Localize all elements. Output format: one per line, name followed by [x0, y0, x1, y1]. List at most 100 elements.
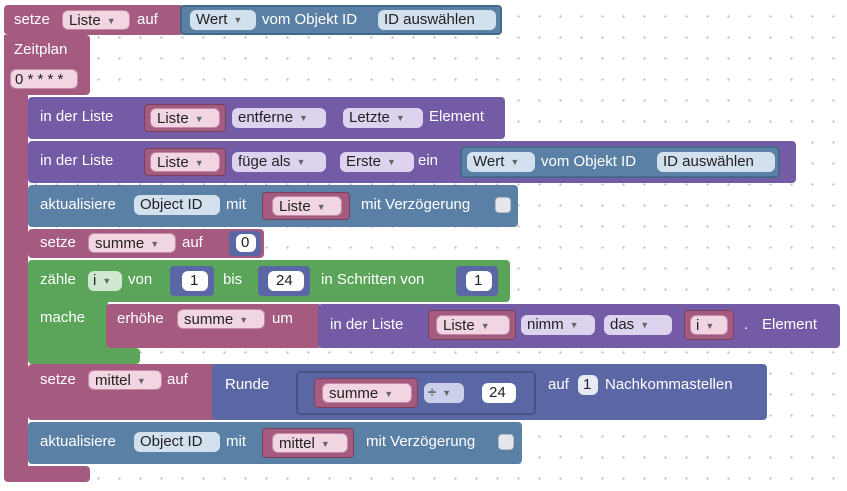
value-variable-dropdown[interactable]: Liste ▼: [272, 196, 342, 216]
insert-label: ein: [418, 152, 439, 169]
object-id-selector[interactable]: ID auswählen: [378, 10, 496, 30]
value-type-dropdown[interactable]: Wert ▼: [467, 152, 535, 172]
list-variable-label: Liste: [157, 110, 189, 127]
list-variable-dropdown[interactable]: Liste ▼: [150, 108, 220, 128]
to-number-value: 24: [276, 272, 293, 289]
cron-field[interactable]: 0 * * * *: [10, 69, 78, 89]
to-label: auf: [182, 234, 203, 251]
object-id-selector[interactable]: ID auswählen: [657, 152, 775, 172]
sum-variable-label: summe: [184, 311, 234, 328]
chevron-down-icon: ▼: [640, 320, 650, 330]
by-label: um: [272, 310, 293, 327]
index-variable-dropdown[interactable]: i▼: [690, 315, 728, 335]
list-position-label: Erste: [346, 153, 382, 170]
divisor-number-value: 24: [489, 384, 506, 401]
chevron-down-icon: ▼: [136, 376, 146, 386]
in-list-label: in der Liste: [40, 108, 114, 125]
list-mode-dropdown[interactable]: nimm▼: [521, 315, 595, 335]
to-number-input[interactable]: 24: [268, 271, 304, 291]
dot-label: .: [744, 316, 749, 333]
list-position-label: das: [610, 316, 635, 333]
with-label: mit: [226, 196, 246, 213]
in-list-label: in der Liste: [330, 316, 404, 333]
from-object-label: vom Objekt ID: [262, 11, 358, 28]
delay-checkbox[interactable]: [498, 434, 514, 450]
operator-label: ÷: [428, 384, 437, 401]
step-number-input[interactable]: 1: [466, 271, 492, 291]
count-label: zähle: [40, 271, 76, 288]
loop-variable-label: i: [93, 272, 97, 289]
schedule-block-spine: [4, 90, 28, 470]
chevron-down-icon: ▼: [510, 157, 520, 167]
do-label: mache: [40, 309, 86, 326]
list-mode-dropdown[interactable]: füge als ▼: [232, 152, 326, 172]
chevron-down-icon: ▼: [150, 239, 160, 249]
list-mode-label: entferne: [238, 109, 294, 126]
from-number-input[interactable]: 1: [182, 271, 208, 291]
chevron-down-icon: ▼: [442, 388, 452, 398]
set-label: setze: [40, 371, 76, 388]
list-mode-label: füge als: [238, 153, 291, 170]
chevron-down-icon: ▼: [569, 320, 579, 330]
decimals-input[interactable]: 1: [578, 375, 598, 395]
object-id-field[interactable]: Object ID: [134, 432, 220, 452]
list-variable-dropdown[interactable]: Liste▼: [436, 315, 510, 335]
sum-variable-dropdown[interactable]: summe ▼: [177, 309, 265, 329]
increment-label: erhöhe: [117, 310, 164, 327]
list-position-dropdown[interactable]: Erste▼: [340, 152, 414, 172]
count-loop-spine: [28, 300, 108, 352]
sum-variable-dropdown[interactable]: summe▼: [88, 233, 176, 253]
number-input[interactable]: 0: [236, 234, 256, 252]
schedule-block-footer: [4, 466, 90, 482]
from-object-label: vom Objekt ID: [541, 153, 637, 170]
divisor-number-input[interactable]: 24: [482, 383, 516, 403]
chevron-down-icon: ▼: [102, 276, 112, 286]
to-label: auf: [167, 371, 188, 388]
object-id-field-label: Object ID: [140, 433, 203, 450]
mean-variable-dropdown[interactable]: mittel ▼: [88, 370, 162, 390]
operator-dropdown[interactable]: ÷▼: [424, 383, 464, 403]
chevron-down-icon: ▼: [194, 158, 204, 168]
chevron-down-icon: ▼: [384, 389, 394, 399]
delay-checkbox[interactable]: [495, 197, 511, 213]
value-type-label: Wert: [196, 11, 228, 28]
update-label: aktualisiere: [40, 433, 116, 450]
value-type-dropdown[interactable]: Wert▼: [190, 10, 256, 30]
schedule-label: Zeitplan: [14, 41, 68, 58]
chevron-down-icon: ▼: [239, 315, 249, 325]
mean-variable-label: mittel: [95, 372, 131, 389]
list-variable-dropdown[interactable]: Liste▼: [62, 10, 130, 30]
decimal-places-label: Nachkommastellen: [605, 376, 733, 393]
list-mode-dropdown[interactable]: entferne▼: [232, 108, 326, 128]
value-type-label: Wert: [473, 153, 505, 170]
value-variable-dropdown[interactable]: mittel▼: [272, 433, 348, 453]
chevron-down-icon: ▼: [395, 113, 405, 123]
step-label: in Schritten von: [321, 271, 425, 288]
sum-variable-dropdown[interactable]: summe▼: [322, 383, 412, 403]
to-label: auf: [548, 376, 569, 393]
list-position-label: Letzte: [349, 109, 390, 126]
list-position-dropdown[interactable]: Letzte ▼: [343, 108, 423, 128]
chevron-down-icon: ▼: [705, 321, 715, 331]
index-variable-label: i: [696, 317, 700, 334]
set-label: setze: [14, 11, 50, 28]
list-position-dropdown[interactable]: das ▼: [604, 315, 672, 335]
delay-label: mit Verzögerung: [361, 196, 471, 213]
object-id-field[interactable]: Object ID: [134, 195, 220, 215]
list-variable-label: Liste: [443, 317, 475, 334]
delay-label: mit Verzögerung: [366, 433, 476, 450]
step-number-value: 1: [474, 272, 483, 289]
chevron-down-icon: ▼: [316, 202, 326, 212]
object-id-selector-label: ID auswählen: [663, 153, 754, 170]
list-variable-dropdown[interactable]: Liste▼: [150, 152, 220, 172]
count-loop-footer: [28, 348, 140, 364]
chevron-down-icon: ▼: [296, 157, 306, 167]
object-id-selector-label: ID auswählen: [384, 11, 475, 28]
loop-variable-dropdown[interactable]: i▼: [88, 271, 122, 291]
round-label: Runde: [225, 376, 270, 393]
with-label: mit: [226, 433, 246, 450]
chevron-down-icon: ▼: [106, 16, 116, 26]
number-input-value: 0: [241, 234, 250, 251]
value-variable-label: Liste: [279, 198, 311, 215]
chevron-down-icon: ▼: [194, 114, 204, 124]
